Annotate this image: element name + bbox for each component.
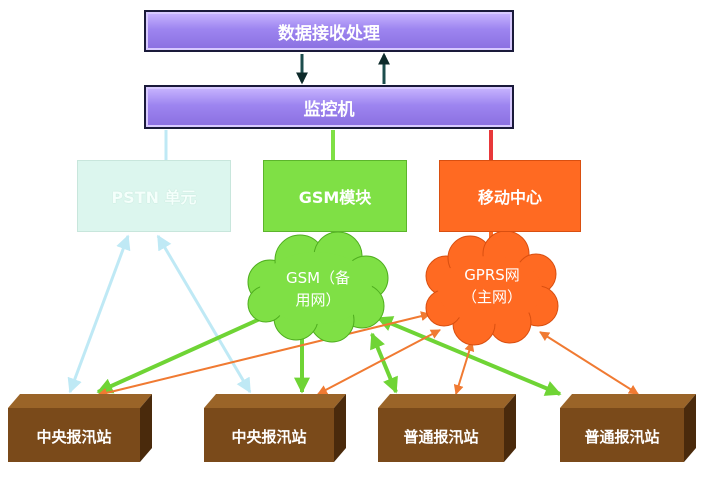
station-box-4: [560, 394, 696, 462]
pstn-unit-label: PSTN 单元: [111, 188, 197, 207]
gprs-station1-link: [97, 311, 431, 398]
gsm-module-label: GSM模块: [298, 188, 372, 207]
data-processing-label: 数据接收处理: [278, 23, 380, 44]
gprs-cloud: [425, 230, 559, 346]
mobile-center-label: 移动中心: [477, 188, 542, 207]
gsm-cloud-line1: GSM（备: [285, 269, 351, 287]
station-label-4: 普通报汛站: [584, 428, 660, 446]
gsm-cloud-line2: 用网）: [295, 291, 341, 309]
gprs-station2-link: [317, 329, 441, 395]
gsm-station1-link: [96, 316, 263, 394]
gprs-cloud-line2: （主网）: [461, 288, 522, 306]
data-processing-bar: 数据接收处理: [144, 10, 514, 52]
station-box-3: [378, 394, 516, 462]
station-label-3: 普通报汛站: [403, 428, 479, 446]
mobile-center-box: 移动中心: [439, 160, 581, 232]
station-label-2: 中央报汛站: [231, 428, 307, 446]
monitor-bar: 监控机: [144, 85, 514, 129]
gsm-cloud-label: GSM（备 用网）: [268, 267, 368, 311]
pstn-station1-link: [67, 234, 131, 394]
pstn-unit-box: PSTN 单元: [77, 160, 231, 232]
station-box-2: [204, 394, 346, 462]
station-box-1: [8, 394, 152, 462]
gsm-module-box: GSM模块: [263, 160, 407, 232]
gprs-station4-link: [539, 331, 639, 395]
gprs-cloud-line1: GPRS网: [464, 266, 520, 284]
gprs-station3-link: [453, 341, 475, 395]
monitor-label: 监控机: [303, 99, 355, 120]
gprs-cloud-label: GPRS网 （主网）: [440, 264, 544, 308]
gsm-cloud: [247, 231, 389, 343]
station-label-1: 中央报汛站: [36, 428, 112, 446]
